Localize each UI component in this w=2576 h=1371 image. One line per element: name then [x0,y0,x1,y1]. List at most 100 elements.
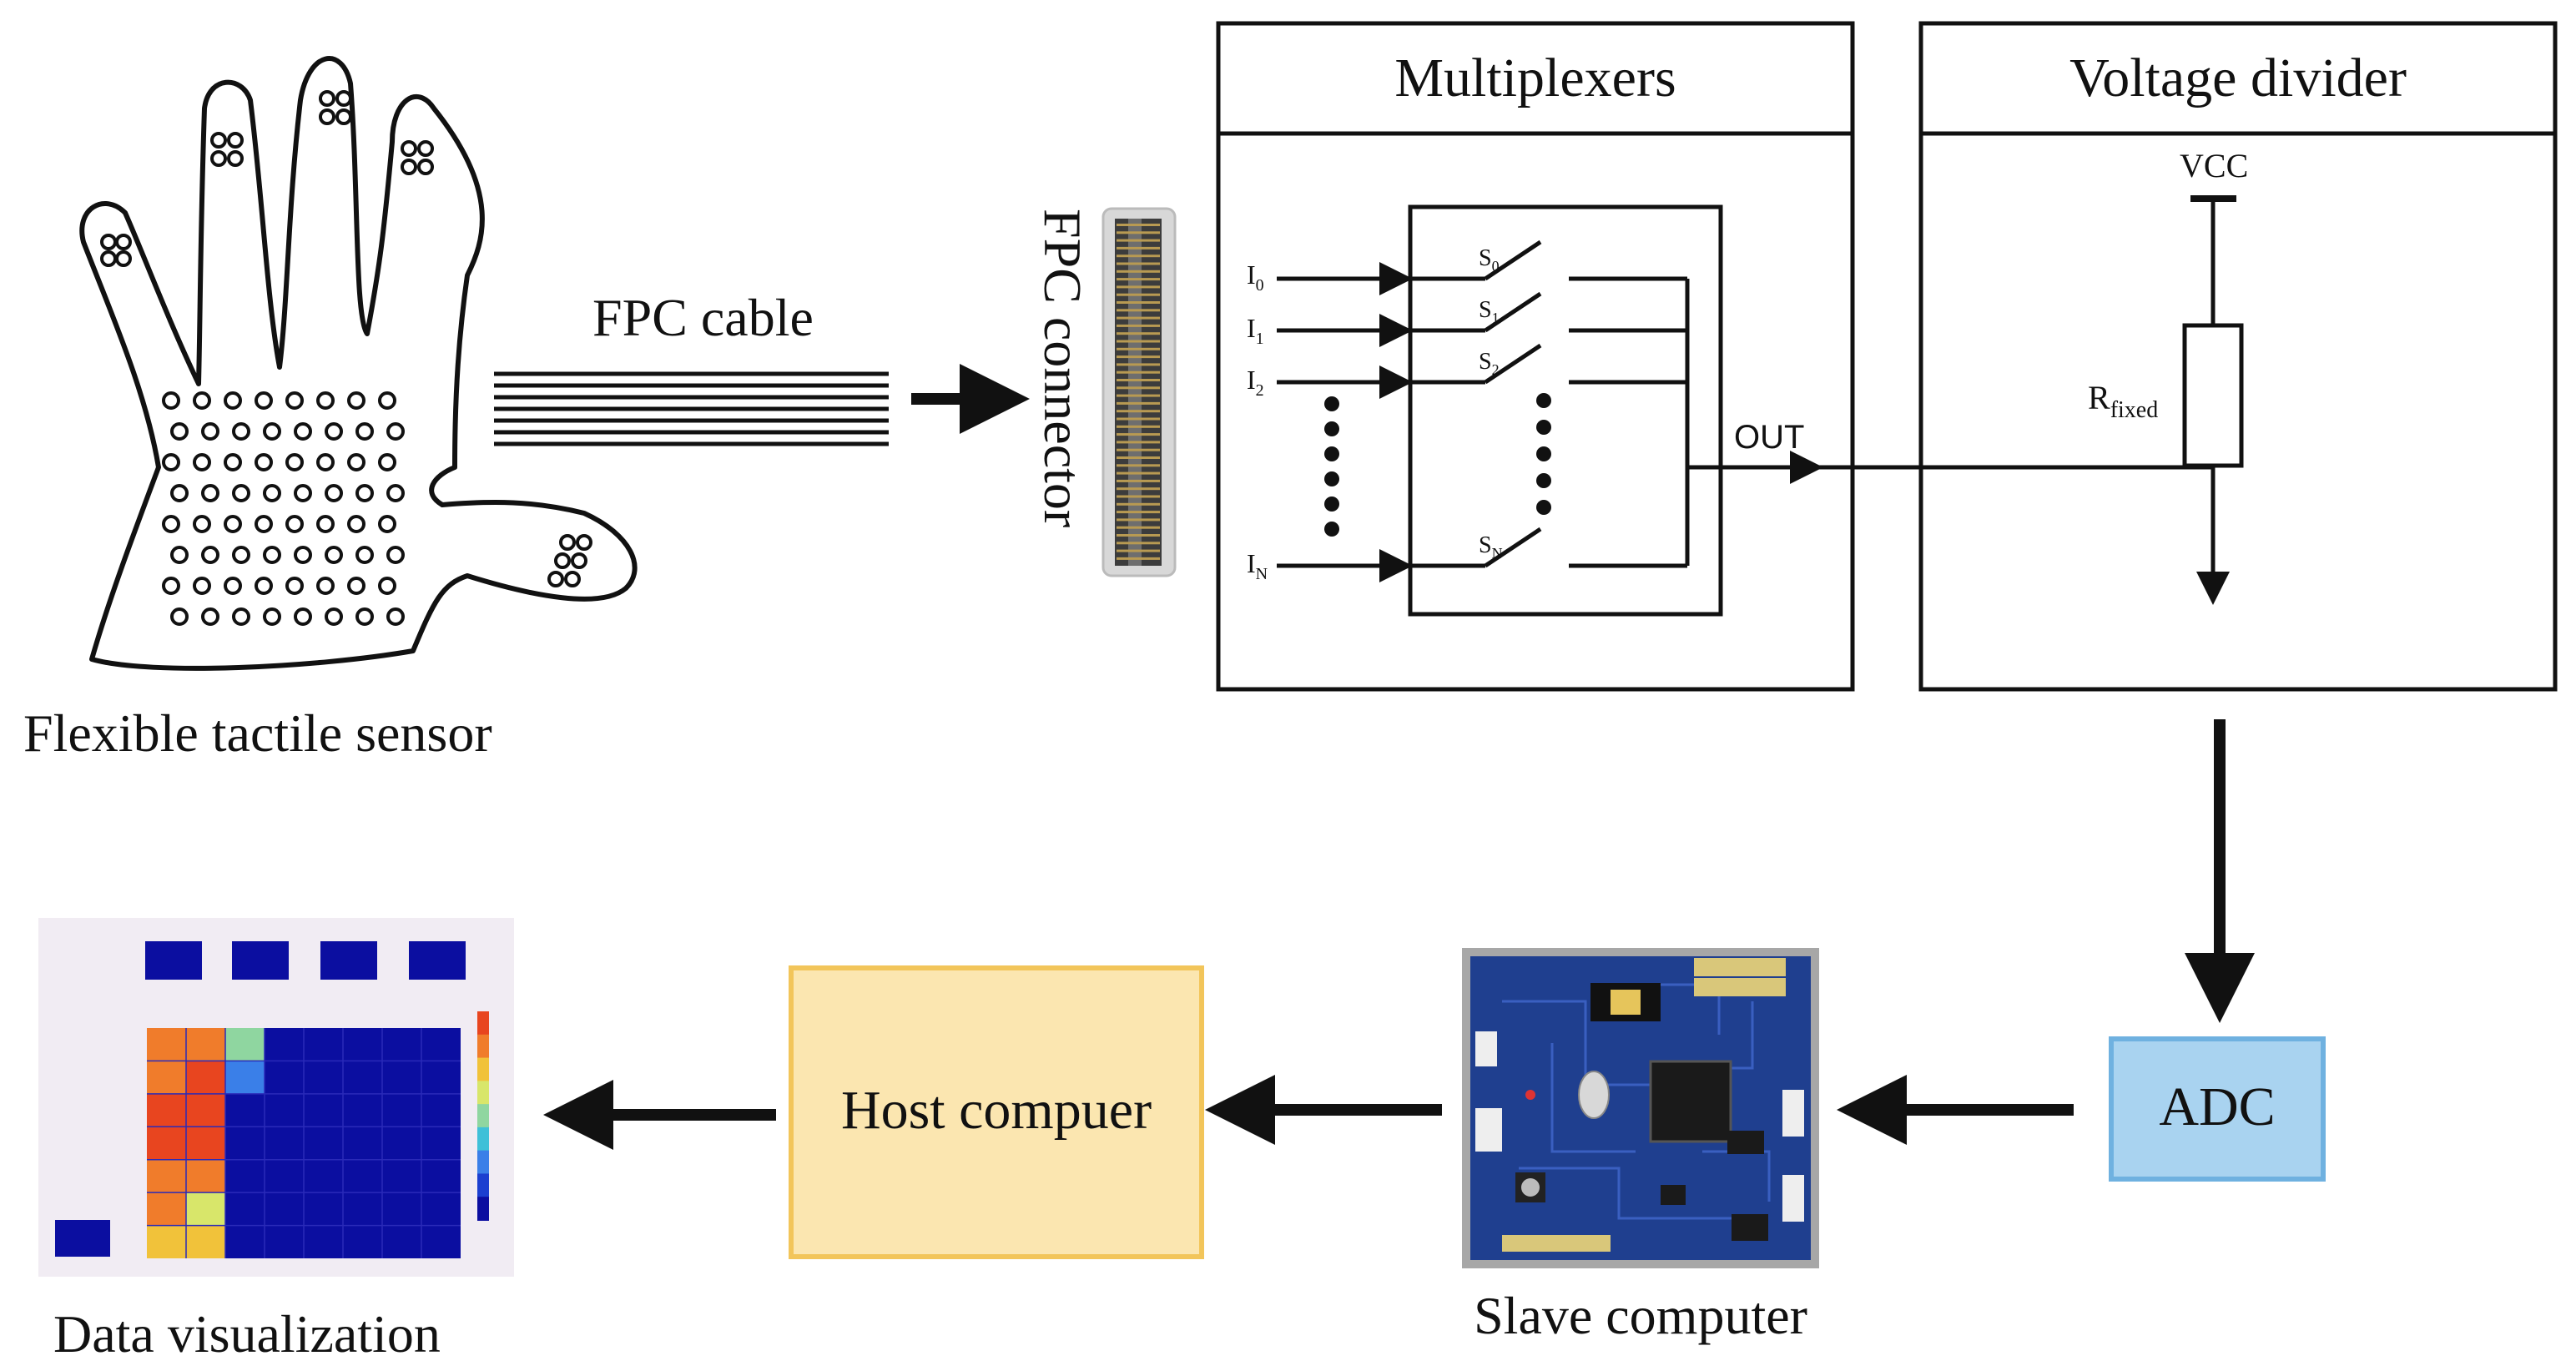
slave-computer-pcb [1462,948,1819,1268]
sensor-dot [232,607,250,626]
connector-pin [1117,324,1160,327]
heatmap-cell [225,1028,265,1061]
vcc-label: VCC [2180,147,2248,184]
sensor-dot [294,607,312,626]
sensor-dot [335,90,352,107]
input-ellipsis-dots [1324,396,1339,537]
heatmap-cell [186,1061,225,1094]
connector-pin [1117,340,1160,343]
connector-pin [1117,355,1160,359]
sensor-dot [347,577,365,595]
sensor-dot [170,484,189,502]
connector-pin [1117,441,1160,444]
sensor-dot [316,577,335,595]
glove-sensor-dots [100,90,592,626]
connector-pin [1117,231,1160,234]
sensor-dot [319,108,335,125]
glove-outline [79,56,638,671]
sensor-dot [355,484,374,502]
sensor-dot [285,391,304,410]
sensor-dot [547,571,564,587]
sensor-dot [347,453,365,471]
sensor-dot [201,607,219,626]
colorbar-segment [477,1197,489,1221]
connector-pin [1117,255,1160,258]
sensor-dot [325,546,343,564]
sensor-dot [263,422,281,441]
connector-pin [1117,370,1160,374]
sensor-dot [255,453,273,471]
colorbar-segment [477,1057,489,1082]
sensor-dot [170,422,189,441]
sensor-dot [232,484,250,502]
sensor-dot [263,484,281,502]
connector-pin [1117,270,1160,273]
sensor-dot [162,391,180,410]
sensor-dot [347,391,365,410]
sensor-dot [401,140,417,157]
sensor-dot [576,534,592,551]
connector-pin [1117,502,1160,506]
input-label-i0: I0 [1247,260,1264,295]
sensor-dot [201,422,219,441]
connector-pin [1117,518,1160,522]
heatmap-cell [225,1061,265,1094]
connector-pin [1117,246,1160,250]
heatmap-cell [147,1192,186,1226]
sensor-dot [564,571,581,587]
sensor-dot [100,250,117,267]
r-fixed-label: Rfixed [2088,379,2158,423]
colorbar-segment [477,1104,489,1128]
connector-pin [1117,309,1160,312]
switch-label-sn: SN [1479,532,1503,562]
connector-pin [1117,456,1160,459]
sensor-dot [210,132,227,149]
connector-pin [1117,479,1160,482]
connector-pin [1117,433,1160,436]
heatmap-cell [186,1225,225,1258]
connector-pin [1117,239,1160,242]
input-label-i1: I1 [1247,313,1264,348]
sensor-dot [170,546,189,564]
sensor-dot [201,484,219,502]
sensor-dot [285,453,304,471]
sensor-dot [162,515,180,533]
heatmap-cell [186,1093,225,1127]
connector-pin [1117,332,1160,335]
sensor-dot [193,515,211,533]
switch-ellipsis-dots [1536,393,1551,515]
connector-pin [1117,557,1160,560]
sensor-dot [227,150,244,167]
sensor-dot [319,90,335,107]
connector-pins [1117,224,1160,560]
sensor-dot [355,422,374,441]
sensor-dot [255,577,273,595]
data-visualization-panel [38,918,514,1277]
sensor-dot [224,391,242,410]
connector-pin [1117,425,1160,428]
glove-caption: Flexible tactile sensor [23,703,492,763]
heatmap-grid [147,1028,461,1258]
connector-pin [1117,471,1160,475]
sensor-dot [335,108,352,125]
connector-pin [1117,549,1160,552]
connector-pin [1117,285,1160,289]
colorbar-segment [477,1081,489,1106]
host-computer-box [789,965,1204,1259]
sensor-dot [571,552,587,569]
sensor-dot [162,453,180,471]
slave-computer-label: Slave computer [1474,1286,1807,1345]
heatmap-cell [186,1028,225,1061]
heatmap-cell [186,1192,225,1226]
connector-pin [1117,448,1160,451]
sensor-dot [378,391,396,410]
data-visualization-label: Data visualization [53,1304,441,1363]
sensor-dot [255,515,273,533]
heatmap-cell [186,1127,225,1160]
fpc-cable-label: FPC cable [592,288,814,347]
sensor-dot [386,546,405,564]
heatmap-colorbar [477,1011,489,1221]
heatmap-cell [147,1225,186,1258]
input-label-i2: I2 [1247,365,1264,400]
sensor-dot [386,422,405,441]
